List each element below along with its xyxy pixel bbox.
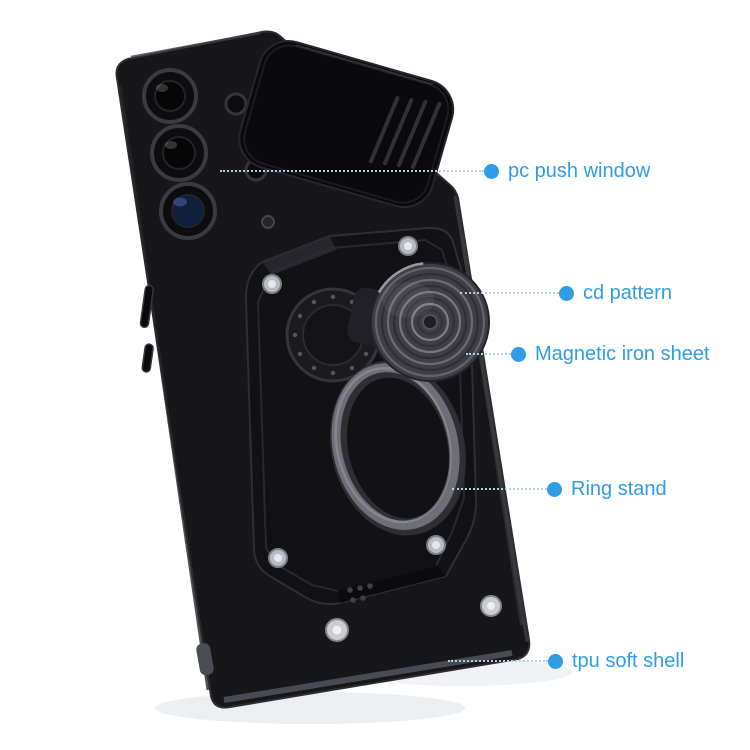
callout-leader-line xyxy=(466,353,511,355)
callout-dot xyxy=(559,285,574,301)
charge-port xyxy=(196,643,214,676)
camera-lens-small xyxy=(224,92,248,116)
callout-leader-line xyxy=(460,292,559,294)
callout-magnetic-iron-sheet: Magnetic iron sheet xyxy=(511,343,710,365)
callout-label: pc push window xyxy=(508,160,651,182)
callout-cd-pattern: cd pattern xyxy=(559,282,672,304)
side-buttons xyxy=(139,284,154,373)
callout-dot xyxy=(511,346,526,362)
camera-flash xyxy=(261,215,275,229)
shell-grommet-center xyxy=(487,602,495,610)
callout-dot xyxy=(547,481,562,497)
callout-dot xyxy=(548,653,563,669)
callout-leader-line xyxy=(448,660,548,662)
callout-label: cd pattern xyxy=(583,282,672,304)
cd-pattern-disc xyxy=(369,261,491,383)
cover-grip-ridges xyxy=(368,96,442,170)
callout-label: Magnetic iron sheet xyxy=(535,343,710,365)
callout-label: Ring stand xyxy=(571,478,667,500)
slide-camera-cover xyxy=(238,40,455,208)
tpu-shell-details xyxy=(196,583,502,676)
camera-lens xyxy=(142,68,198,124)
callout-dot xyxy=(484,163,499,179)
camera-lens xyxy=(159,182,217,240)
camera-lens xyxy=(150,124,208,182)
callout-tpu-soft-shell: tpu soft shell xyxy=(548,650,684,672)
shell-grommet-center xyxy=(332,625,342,635)
callout-ring-stand: Ring stand xyxy=(547,478,667,500)
plate-screws xyxy=(262,236,446,568)
callout-leader-line xyxy=(452,488,547,490)
ring-stand xyxy=(329,360,467,536)
speaker-holes xyxy=(347,583,373,603)
callout-pc-push-window: pc push window xyxy=(484,160,650,182)
callout-label: tpu soft shell xyxy=(572,650,685,672)
callout-leader-line xyxy=(220,170,484,172)
